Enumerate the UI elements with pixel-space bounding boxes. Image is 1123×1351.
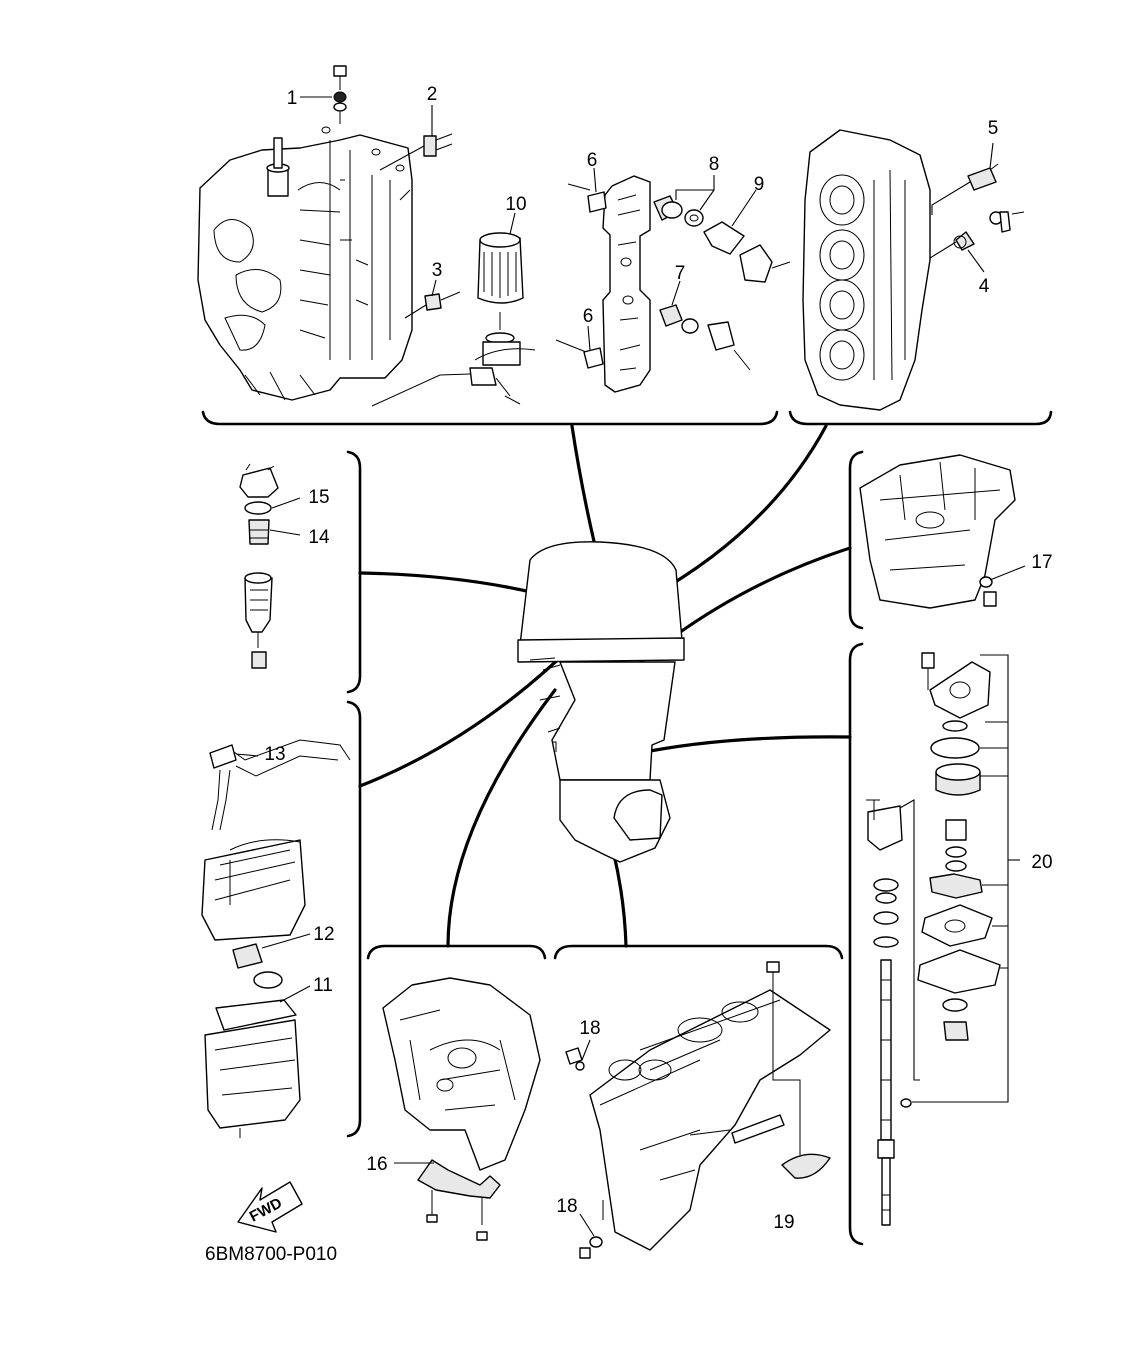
- callout-7: 7: [675, 263, 686, 284]
- oil-filter-mount: [371, 312, 536, 407]
- bracket-left-lower: [346, 700, 362, 1138]
- callout-18-upper: 18: [579, 1018, 600, 1039]
- callout-20: 20: [1031, 852, 1052, 873]
- part-19-anode: [781, 1153, 831, 1179]
- part-11-gasket: [215, 999, 297, 1031]
- part-5-sender: [931, 142, 999, 215]
- part-15-o-ring: [244, 501, 272, 515]
- drawing-code: 6BM8700-P010: [205, 1244, 337, 1265]
- callout-10: 10: [505, 194, 526, 215]
- bracket-top-right: [788, 410, 1053, 426]
- callout-19: 19: [773, 1212, 794, 1233]
- part-8-thermostat: [653, 175, 715, 227]
- part-6-upper: [567, 167, 607, 213]
- drive-shaft: [880, 959, 892, 1141]
- fwd-arrow: FWD: [237, 1181, 303, 1233]
- part-9-cover: [703, 189, 791, 283]
- bracket-right-lower: [848, 642, 864, 1246]
- engine-cowling: [519, 541, 683, 646]
- part-1-bolt: [300, 65, 347, 124]
- connector-bracket: [446, 688, 557, 948]
- part-14-element: [248, 519, 270, 545]
- callout-12: 12: [313, 924, 334, 945]
- outboard-silhouette: [517, 541, 685, 863]
- oil-pan-assembly: [859, 454, 1026, 609]
- callout-6-upper: 6: [587, 150, 598, 171]
- callout-2: 2: [427, 84, 438, 105]
- cavitation-plate: [613, 789, 663, 841]
- callout-5: 5: [988, 118, 999, 139]
- callout-11: 11: [313, 975, 333, 996]
- callout-8: 8: [709, 154, 720, 175]
- bracket-bottom-right: [553, 944, 844, 960]
- part-7-thermostat: [659, 280, 751, 371]
- callout-14: 14: [308, 527, 330, 548]
- callout-6-lower: 6: [583, 306, 594, 327]
- lower-unit-assembly: [565, 961, 831, 1259]
- part-16-plate: [417, 1159, 501, 1199]
- callout-18-lower: 18: [556, 1196, 577, 1217]
- callout-3: 3: [432, 260, 443, 281]
- exhaust-cover: [602, 175, 651, 393]
- part-10-oil-filter: [477, 212, 524, 304]
- part-12-pump: [232, 943, 263, 969]
- bracket-bottom-left: [366, 944, 547, 960]
- callout-9: 9: [754, 174, 765, 195]
- steering-bracket-assembly: [382, 977, 541, 1241]
- callout-4: 4: [979, 276, 990, 297]
- callout-labels: 1 2 3 4 5 6 6 7 8 9 10 11 12 13 14 15 16…: [264, 84, 1052, 1233]
- part-4-sensor: [929, 231, 985, 273]
- part-17-washer: [979, 576, 993, 588]
- cylinder-head: [802, 129, 931, 411]
- callout-1: 1: [287, 88, 298, 109]
- part-3-anode: [404, 279, 461, 319]
- head-small-parts: [989, 211, 1025, 233]
- fuel-filter-assembly: [239, 463, 301, 669]
- group-brackets: [201, 410, 1053, 1246]
- cylinder-block: [197, 126, 413, 401]
- cowling-band: [517, 637, 685, 663]
- callout-13: 13: [264, 744, 285, 765]
- part-6-lower: [555, 325, 604, 369]
- callout-17: 17: [1031, 552, 1052, 573]
- water-pump-assembly: [866, 652, 1020, 1226]
- vapor-separator-assembly: [201, 739, 351, 1138]
- connector-head: [648, 424, 828, 599]
- callout-15: 15: [308, 487, 329, 508]
- upper-casing: [551, 661, 676, 781]
- part-13-hose: [209, 744, 237, 769]
- part-2-clip: [379, 105, 453, 171]
- bracket-top-left: [201, 410, 779, 426]
- bracket-left-upper: [346, 450, 362, 694]
- bracket-right-upper: [848, 450, 864, 630]
- callout-16: 16: [366, 1154, 387, 1175]
